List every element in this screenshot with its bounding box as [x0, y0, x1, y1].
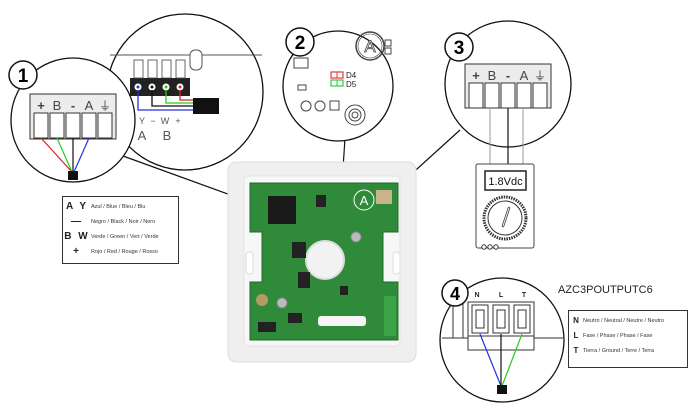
legend-row: — Negro / Black / Noir / Nero — [63, 214, 178, 229]
power-terminal-label-t: T — [522, 292, 527, 299]
terminal-block-3: + B - A ⏚ — [464, 63, 552, 109]
multimeter: 1.8Vdc — [475, 163, 535, 250]
model-label: AZC3POUTPUTC6 — [558, 284, 653, 296]
legend-row: L Fase / Phase / Phase / Fase — [569, 328, 687, 343]
legend-text: Negro / Black / Noir / Nero — [91, 218, 156, 225]
terminal3-label-plus: + — [472, 68, 480, 83]
rj-connector-block — [130, 59, 190, 96]
legend-text: Verde / Green / Vert / Verde — [91, 233, 159, 240]
power-terminal-label-n: N — [474, 292, 479, 299]
cable-end — [68, 171, 78, 180]
legend-symbol: + — [73, 246, 81, 257]
legend-text: Azul / Blue / Bleu / Blu — [91, 203, 146, 210]
power-terminal-legend: N Neutro / Neutral / Neutre / Neutro L Fas… — [568, 310, 688, 368]
legend-symbol: B W — [64, 231, 90, 242]
callout-2: A D4 D5 2 — [282, 27, 394, 142]
terminal-label-b: B — [53, 98, 62, 113]
callout-number-1: 1 — [18, 66, 29, 87]
terminal3-label-ground: ⏚ — [534, 69, 546, 83]
callout-4: N L T 4 — [439, 277, 565, 403]
legend-symbol: T — [573, 346, 579, 355]
callout-number-3-badge — [444, 32, 474, 62]
power-terminal-label-l: L — [499, 292, 504, 299]
connector-label-w: W — [161, 116, 170, 126]
terminal-label-ground: ⏚ — [99, 99, 111, 113]
legend-text: Neutro / Neutral / Neutre / Neutro — [583, 317, 665, 324]
connector-label-plus: + — [175, 116, 180, 126]
brand-logo: A — [364, 37, 376, 56]
callout-3: + B - A ⏚ 1.8Vdc 3 — [444, 20, 572, 250]
connector-label-y: Y — [139, 116, 145, 126]
callout-number-2-badge — [285, 27, 315, 57]
callout-number-2: 2 — [295, 33, 306, 54]
terminal3-label-a: A — [520, 68, 529, 83]
callout-number-4-badge — [441, 279, 469, 307]
connector-label-a: A — [138, 128, 147, 143]
meter-reading: 1.8Vdc — [488, 176, 523, 188]
legend-row: + Rojo / Red / Rouge / Rosso — [63, 244, 178, 259]
legend-symbol: N — [573, 316, 579, 325]
legend-symbol: — — [71, 216, 83, 227]
callout-1: Y − W + A B + B - A ⏚ 1 — [8, 13, 264, 183]
terminal3-label-minus: - — [506, 68, 510, 83]
connector-label-minus: − — [150, 116, 155, 126]
legend-row: N Neutro / Neutral / Neutre / Neutro — [569, 313, 687, 328]
power-cable-end — [497, 385, 507, 394]
callout-number-3: 3 — [454, 38, 465, 59]
svg-text:A: A — [360, 193, 369, 208]
legend-text: Tierra / Ground / Terre / Terra — [583, 347, 655, 354]
legend-symbol: L — [573, 331, 579, 340]
legend-text: Fase / Phase / Phase / Fase — [583, 332, 653, 339]
led-label-d5: D5 — [346, 80, 357, 89]
callout-number-1-badge — [8, 60, 38, 90]
connector-label-b: B — [163, 128, 172, 143]
terminal-label-a: A — [85, 98, 94, 113]
power-terminal-block: N L T — [467, 292, 535, 351]
device-photo: A — [227, 161, 417, 363]
terminal-label-plus: + — [37, 98, 45, 113]
callout-number-4: 4 — [450, 284, 460, 304]
legend-row: T Tierra / Ground / Terre / Terra — [569, 343, 687, 358]
legend-text: Rojo / Red / Rouge / Rosso — [91, 248, 158, 255]
terminal-block-1: + B - A ⏚ — [29, 93, 117, 140]
terminal3-label-b: B — [488, 68, 497, 83]
led-label-d4: D4 — [346, 71, 357, 80]
legend-symbol: A Y — [65, 201, 89, 212]
terminal-label-minus: - — [71, 98, 75, 113]
